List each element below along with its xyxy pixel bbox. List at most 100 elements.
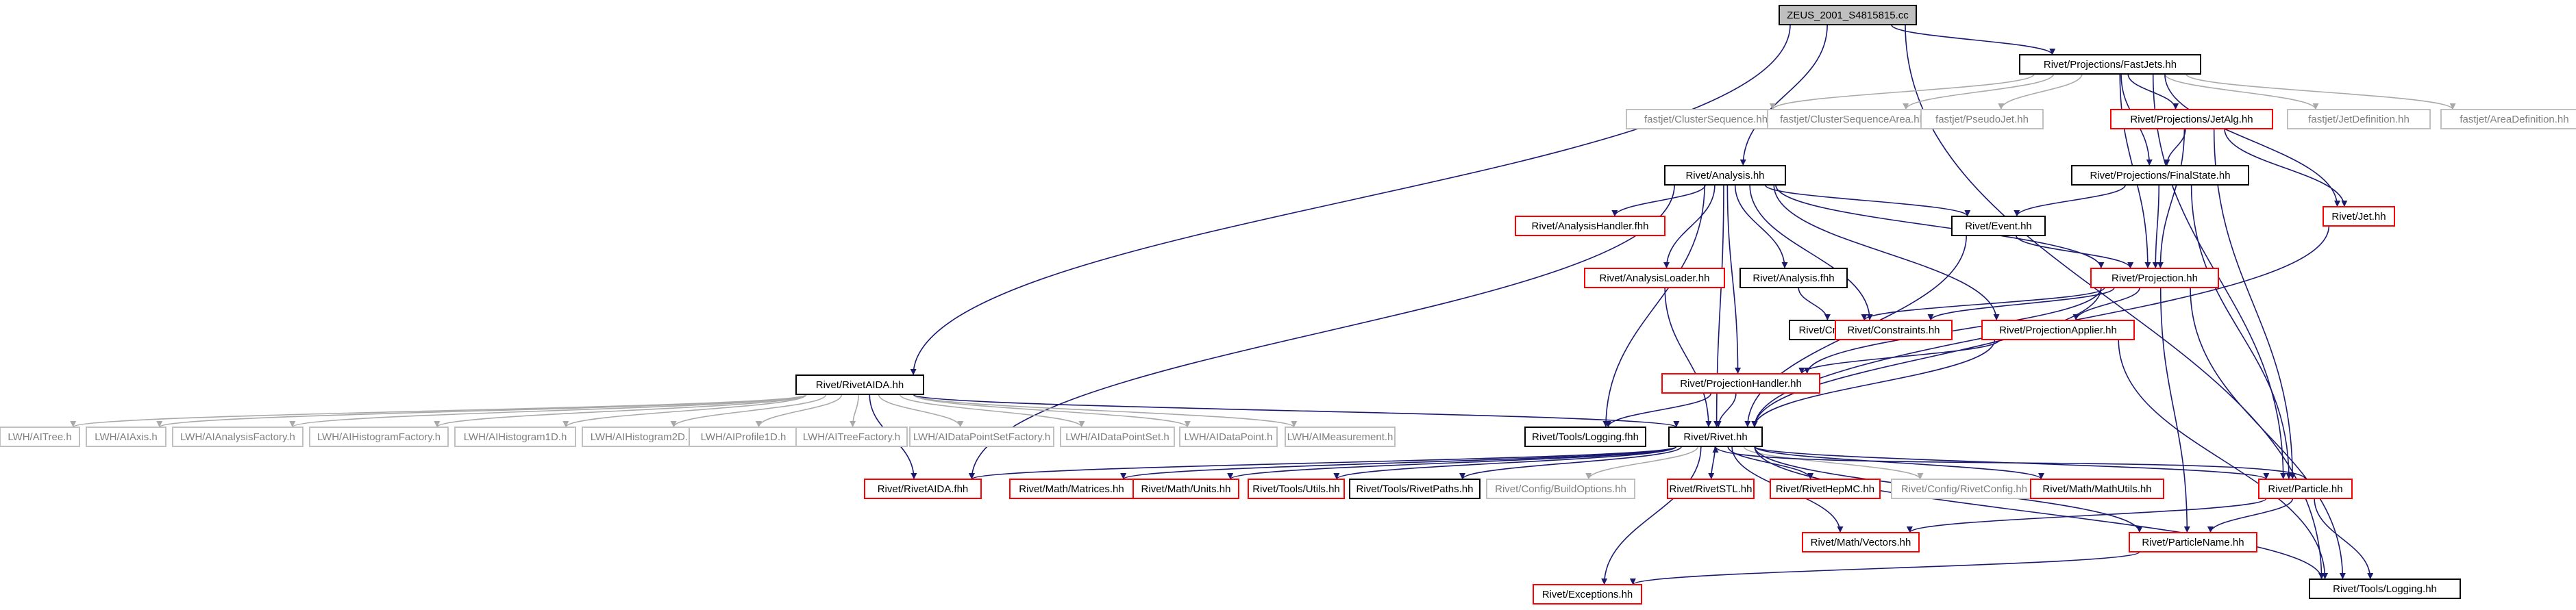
node-label: LWH/AITree.h [8, 431, 71, 443]
node-projection-hh[interactable]: Rivet/Projection.hh [2090, 268, 2219, 288]
node-fj-pj[interactable]: fastjet/PseudoJet.hh [1920, 109, 2044, 129]
edge-analysis_hh-to-projection_hh [1775, 184, 2105, 269]
edge-analysis_hh-to-ahandler [1611, 184, 1706, 217]
node-box [2071, 165, 2249, 186]
edge-phandler-to-rivet_hh [1715, 392, 1737, 428]
node-units[interactable]: Rivet/Math/Units.hh [1132, 479, 1239, 499]
node-box [1802, 532, 1920, 552]
node-label: Rivet/Tools/RivetPaths.hh [1357, 483, 1474, 495]
edge-fastjets-to-fj_pj [1998, 73, 2083, 110]
node-label: Rivet/ProjectionHandler.hh [1680, 378, 1802, 390]
node-finalstate[interactable]: Rivet/Projections/FinalState.hh [2071, 165, 2249, 186]
node-fj-csa[interactable]: fastjet/ClusterSequenceArea.hh [1767, 109, 1938, 129]
node-rivetaida-fhh[interactable]: Rivet/RivetAIDA.fhh [864, 479, 982, 499]
node-box [1132, 479, 1239, 499]
node-lwh-ih1[interactable]: LWH/AIHistogram1D.h [454, 427, 576, 447]
node-fj-cs[interactable]: fastjet/ClusterSequence.hh [1626, 109, 1786, 129]
edge-particle_hh-to-rivet_hh [1712, 446, 2306, 480]
node-label: fastjet/AreaDefinition.hh [2460, 114, 2568, 125]
node-fastjets[interactable]: Rivet/Projections/FastJets.hh [2019, 54, 2201, 75]
node-box [2129, 532, 2257, 552]
node-particle-hh[interactable]: Rivet/Particle.hh [2258, 479, 2353, 499]
node-box [2323, 206, 2395, 227]
edge-rivetaida_hh-to-lwh_itf [850, 394, 859, 428]
node-lwh-iaf[interactable]: LWH/AIAnalysisFactory.h [172, 427, 304, 447]
node-lwh-itf[interactable]: LWH/AITreeFactory.h [795, 427, 908, 447]
node-jet-hh[interactable]: Rivet/Jet.hh [2323, 206, 2395, 227]
edge-projection_hh-to-rivet_hh [1751, 287, 2102, 428]
node-lwh-im[interactable]: LWH/AIMeasurement.h [1285, 427, 1396, 447]
node-rivetstl[interactable]: Rivet/RivetSTL.hh [1667, 479, 1755, 499]
node-label: Rivet/Rivet.hh [1683, 431, 1747, 443]
node-jetalg[interactable]: Rivet/Projections/JetAlg.hh [2110, 109, 2273, 129]
dependency-edges [70, 24, 2456, 585]
node-analysis-fhh[interactable]: Rivet/Analysis.fhh [1739, 268, 1848, 288]
node-lwh-ip1[interactable]: LWH/AIProfile1D.h [689, 427, 798, 447]
node-exceptions[interactable]: Rivet/Exceptions.hh [1533, 584, 1642, 605]
node-rivetaida-hh[interactable]: Rivet/RivetAIDA.hh [795, 374, 924, 395]
node-lwh-iaxis[interactable]: LWH/AIAxis.h [86, 427, 166, 447]
node-lwh-idps[interactable]: LWH/AIDataPointSet.h [1060, 427, 1175, 447]
node-box [1285, 427, 1396, 447]
node-lwh-idpsf[interactable]: LWH/AIDataPointSetFactory.h [909, 427, 1054, 447]
node-box [2019, 54, 2201, 75]
edge-projection_hh-to-cmp_fhh [1861, 287, 2105, 321]
node-label: Rivet/Projection.hh [2111, 272, 2198, 284]
node-toolslogging-hh2[interactable]: Rivet/Tools/Logging.hh [2309, 579, 2461, 599]
node-buildopts[interactable]: Rivet/Config/BuildOptions.hh [1486, 479, 1635, 499]
node-label: Rivet/Analysis.hh [1685, 170, 1764, 181]
node-rivethepmc[interactable]: Rivet/RivetHepMC.hh [1770, 479, 1881, 499]
node-label: Rivet/Tools/Logging.hh [2333, 583, 2437, 595]
node-label: LWH/AIMeasurement.h [1287, 431, 1394, 443]
node-root[interactable]: ZEUS_2001_S4815815.cc [1779, 5, 1917, 25]
node-label: LWH/AIProfile1D.h [701, 431, 787, 443]
node-fj-ad[interactable]: fastjet/AreaDefinition.hh [2440, 109, 2576, 129]
node-box [864, 479, 982, 499]
node-label: Rivet/Math/Vectors.hh [1811, 537, 1911, 548]
node-constraints[interactable]: Rivet/Constraints.hh [1835, 320, 1953, 340]
node-toolsutils[interactable]: Rivet/Tools/Utils.hh [1248, 479, 1345, 499]
node-ahandler[interactable]: Rivet/AnalysisHandler.fhh [1515, 216, 1665, 236]
node-mathutils[interactable]: Rivet/Math/MathUtils.hh [2030, 479, 2164, 499]
edge-analysis_hh-to-toolslogging_fhh [1602, 184, 1705, 428]
edge-jetalg-to-projection_hh [2157, 128, 2185, 269]
node-box [1770, 479, 1881, 499]
node-label: LWH/AIDataPoint.h [1185, 431, 1273, 443]
node-papplier[interactable]: Rivet/ProjectionApplier.hh [1981, 320, 2135, 340]
edge-particle_hh-to-particlename [2207, 498, 2294, 533]
node-analysis-hh[interactable]: Rivet/Analysis.hh [1664, 165, 1786, 186]
node-matrices[interactable]: Rivet/Math/Matrices.hh [1009, 479, 1134, 499]
edge-rivetaida_hh-to-lwh_iaxis [156, 394, 807, 428]
node-box [86, 427, 166, 447]
node-label: LWH/AIAxis.h [95, 431, 157, 443]
node-label: Rivet/RivetAIDA.hh [816, 379, 904, 391]
node-event-hh[interactable]: Rivet/Event.hh [1951, 216, 2046, 236]
node-box [1668, 427, 1763, 447]
edge-rivetaida_hh-to-lwh_iaf [289, 394, 807, 428]
node-vectors[interactable]: Rivet/Math/Vectors.hh [1802, 532, 1920, 552]
node-rivet-hh[interactable]: Rivet/Rivet.hh [1668, 427, 1763, 447]
node-phandler[interactable]: Rivet/ProjectionHandler.hh [1661, 373, 1820, 394]
node-lwh-idp[interactable]: LWH/AIDataPoint.h [1179, 427, 1278, 447]
edge-rivet_hh-to-buildopts [1585, 446, 1699, 480]
edge-root-to-rivetaida_hh [910, 24, 1791, 376]
node-particlename[interactable]: Rivet/ParticleName.hh [2129, 532, 2257, 552]
node-fj-jd[interactable]: fastjet/JetDefinition.hh [2287, 109, 2431, 129]
node-lwh-ih2[interactable]: LWH/AIHistogram2D.h [582, 427, 702, 447]
node-rivetconfig[interactable]: Rivet/Config/RivetConfig.hh [1891, 479, 2038, 499]
edge-rivet_hh-to-mathutils [1754, 446, 2044, 480]
edge-particle_hh-to-toolslogging_hh2 [2314, 498, 2374, 580]
node-lwh-itree[interactable]: LWH/AITree.h [0, 427, 80, 447]
node-rivetpaths[interactable]: Rivet/Tools/RivetPaths.hh [1349, 479, 1481, 499]
edge-rivetaida_hh-to-lwh_idpsf [878, 394, 964, 428]
edge-analysis_hh-to-papplier [1773, 184, 2000, 321]
edge-rivet_hh-to-rivetpaths [1459, 446, 1683, 480]
edge-particlename-to-exceptions [1630, 551, 2140, 585]
edge-finalstate-to-particle_hh [2190, 184, 2292, 480]
node-label: Rivet/Projections/JetAlg.hh [2130, 114, 2253, 125]
node-aloader[interactable]: Rivet/AnalysisLoader.hh [1584, 268, 1725, 288]
node-label: ZEUS_2001_S4815815.cc [1787, 10, 1909, 21]
node-lwh-ihf[interactable]: LWH/AIHistogramFactory.h [309, 427, 449, 447]
node-toolslogging-fhh[interactable]: Rivet/Tools/Logging.fhh [1524, 427, 1646, 447]
edge-particle_hh-to-vectors [1907, 498, 2267, 533]
